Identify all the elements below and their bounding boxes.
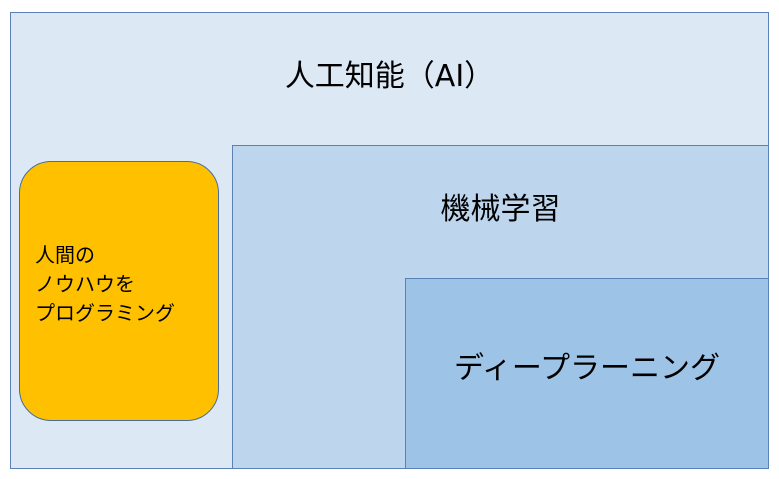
deep-learning-label: ディープラーニング xyxy=(453,351,721,386)
deep-learning-region: ディープラーニング xyxy=(405,278,769,469)
human-knowhow-box: 人間の ノウハウを プログラミング xyxy=(19,161,219,421)
human-knowhow-line-3: プログラミング xyxy=(35,301,175,325)
human-knowhow-line-2: ノウハウを xyxy=(35,272,135,296)
human-knowhow-text: 人間の ノウハウを プログラミング xyxy=(35,241,217,328)
human-knowhow-line-1: 人間の xyxy=(35,243,95,267)
ai-label: 人工知能（AI） xyxy=(284,59,495,94)
machine-learning-label: 機械学習 xyxy=(440,192,561,227)
